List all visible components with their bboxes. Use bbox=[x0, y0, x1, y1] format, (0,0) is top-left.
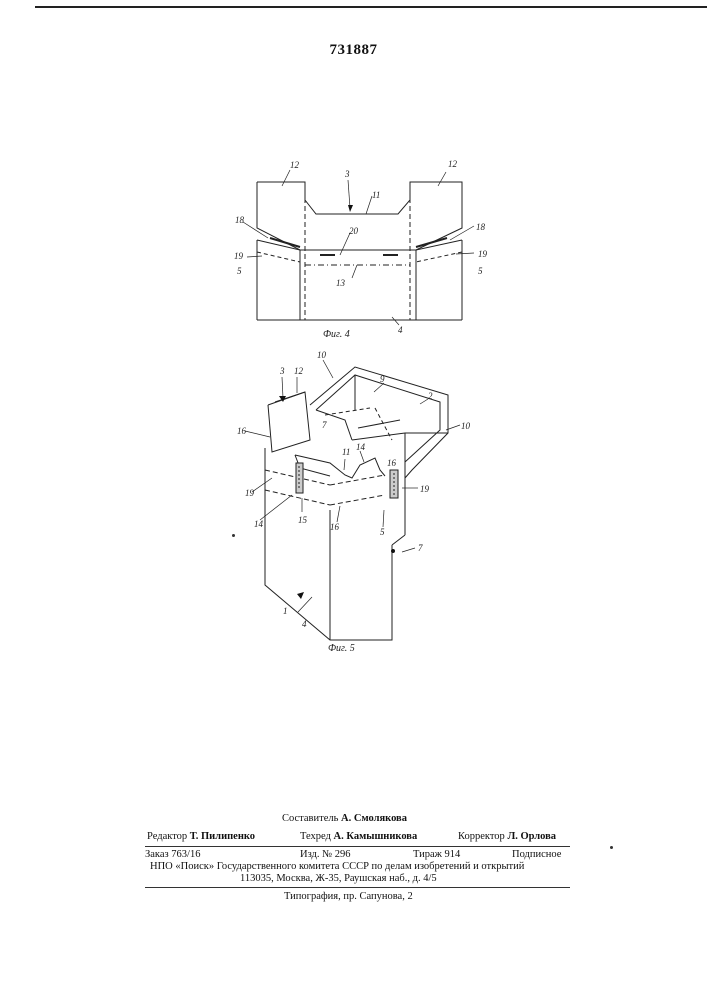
fig4-label: 13 bbox=[336, 278, 346, 288]
fig4-label: 5 bbox=[478, 266, 483, 276]
compiler-label: Составитель bbox=[282, 813, 338, 824]
fig5-label: 5 bbox=[380, 527, 385, 537]
organization: НПО «Поиск» Государственного комитета СС… bbox=[150, 861, 524, 872]
fig4-label: 19 bbox=[234, 251, 244, 261]
arrow-3 bbox=[348, 205, 353, 212]
fig4-label: 20 bbox=[349, 226, 359, 236]
fig4-label: 12 bbox=[448, 159, 458, 169]
body-mark bbox=[391, 549, 395, 553]
corrector-label: Корректор bbox=[458, 831, 505, 842]
fig4-label: 12 bbox=[290, 160, 300, 170]
speck bbox=[610, 846, 613, 849]
editor-label: Редактор bbox=[147, 831, 187, 842]
fig5-label: 7 bbox=[418, 543, 423, 553]
fig5-label: 11 bbox=[342, 447, 350, 457]
techred-name: А. Камышникова bbox=[334, 831, 418, 842]
fig5-label: 9 bbox=[380, 374, 385, 384]
circulation: Тираж 914 bbox=[413, 849, 460, 860]
fig5-label: 4 bbox=[302, 619, 307, 629]
fig4-label: 5 bbox=[237, 266, 242, 276]
compiler-name: А. Смолякова bbox=[341, 813, 407, 824]
footer-rule bbox=[145, 887, 570, 888]
fig5-label: 19 bbox=[245, 488, 255, 498]
fig4-blank-outline bbox=[257, 182, 462, 320]
fig5-caption: Фиг. 5 bbox=[328, 643, 355, 654]
fig4-label: 11 bbox=[372, 190, 380, 200]
fig5-label: 12 bbox=[294, 366, 304, 376]
order: Заказ 763/16 bbox=[145, 849, 200, 860]
speck bbox=[232, 534, 235, 537]
fig5-label: 1 bbox=[283, 606, 288, 616]
arrow-1 bbox=[297, 592, 304, 599]
corrector-name: Л. Орлова bbox=[507, 831, 556, 842]
fig5-label: 15 bbox=[298, 515, 308, 525]
fig5-label: 19 bbox=[420, 484, 430, 494]
fig5-label: 14 bbox=[254, 519, 264, 529]
fig5-label: 10 bbox=[317, 350, 327, 360]
fig4-label: 18 bbox=[476, 222, 486, 232]
fig4-label: 4 bbox=[398, 325, 403, 335]
fig5-label: 7 bbox=[322, 420, 327, 430]
fig5-label: 3 bbox=[279, 366, 285, 376]
printing: Типография, пр. Сапунова, 2 bbox=[284, 891, 413, 902]
footer-rule bbox=[145, 846, 570, 847]
fig5-label: 14 bbox=[356, 442, 366, 452]
patent-drawings: 12 3 12 11 18 20 18 19 19 5 13 5 4 Фиг. … bbox=[0, 0, 707, 800]
fig5-pack bbox=[265, 367, 448, 640]
fig5-label: 10 bbox=[461, 421, 471, 431]
fig4-label: 19 bbox=[478, 249, 488, 259]
fig5-label: 16 bbox=[330, 522, 340, 532]
fig4-label: 3 bbox=[344, 169, 350, 179]
editor-name: Т. Пилипенко bbox=[190, 831, 255, 842]
fig4-leaders bbox=[243, 170, 474, 325]
fig5-label: 2 bbox=[428, 391, 433, 401]
fig4-caption: Фиг. 4 bbox=[323, 329, 350, 340]
address: 113035, Москва, Ж-35, Раушская наб., д. … bbox=[240, 873, 437, 884]
techred-label: Техред bbox=[300, 831, 331, 842]
edition: Изд. № 296 bbox=[300, 849, 351, 860]
subscription: Подписное bbox=[512, 849, 561, 860]
fig4-label: 18 bbox=[235, 215, 245, 225]
fig5-label: 16 bbox=[237, 426, 247, 436]
fig5-label: 16 bbox=[387, 458, 397, 468]
